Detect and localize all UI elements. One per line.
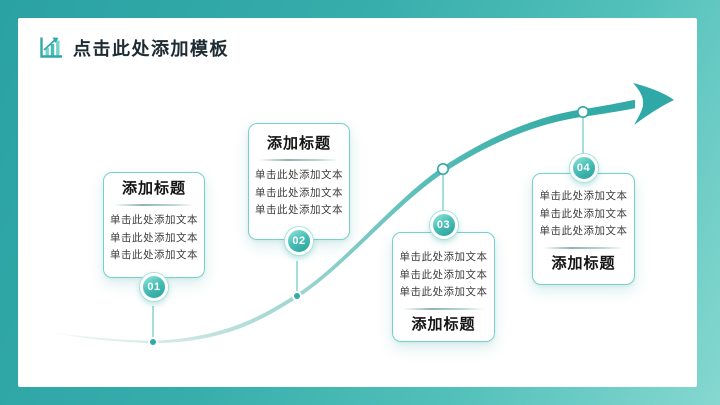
card-body-line[interactable]: 单击此处添加文本 <box>255 169 343 181</box>
step-number-badge-3: 03 <box>429 211 458 239</box>
step-number-badge-1: 01 <box>140 273 168 301</box>
card-body-line[interactable]: 单击此处添加文本 <box>539 190 628 202</box>
curve-ring-4 <box>576 106 589 119</box>
card-title[interactable]: 添加标题 <box>266 135 331 152</box>
curve-dot-2 <box>292 291 302 301</box>
arrow-head-icon <box>633 83 674 125</box>
card-divider <box>403 307 484 310</box>
card-body-line[interactable]: 单击此处添加文本 <box>539 207 628 220</box>
card-title[interactable]: 添加标题 <box>411 315 476 333</box>
curve-dot-1 <box>148 337 158 347</box>
card-body-line[interactable]: 单击此处添加文本 <box>255 204 343 216</box>
step-number-badge-4: 04 <box>569 154 598 182</box>
timeline-card-2[interactable]: 添加标题 单击此处添加文本 单击此处添加文本 单击此处添加文本 02 <box>248 123 350 255</box>
card-body-line[interactable]: 单击此处添加文本 <box>399 251 488 263</box>
card-body-line[interactable]: 单击此处添加文本 <box>399 268 488 281</box>
timeline-card-4[interactable]: 04 单击此处添加文本 单击此处添加文本 单击此处添加文本 添加标题 <box>532 154 635 285</box>
bar-chart-icon <box>40 37 62 58</box>
card-body-line[interactable]: 单击此处添加文本 <box>110 249 198 261</box>
card-body-line[interactable]: 单击此处添加文本 <box>399 286 488 298</box>
header: 点击此处添加模板 <box>39 34 229 62</box>
curve-ring-3 <box>436 163 449 176</box>
card-body-line[interactable]: 单击此处添加文本 <box>110 231 198 244</box>
slide-title[interactable]: 点击此处添加模板 <box>73 39 229 59</box>
step-number-badge-2: 02 <box>285 227 313 255</box>
card-divider <box>114 204 194 206</box>
card-body-line[interactable]: 单击此处添加文本 <box>539 225 628 237</box>
card-body-line[interactable]: 单击此处添加文本 <box>255 186 343 199</box>
timeline-card-3[interactable]: 03 单击此处添加文本 单击此处添加文本 单击此处添加文本 添加标题 <box>392 211 495 342</box>
card-body-line[interactable]: 单击此处添加文本 <box>110 214 198 226</box>
timeline-card-1[interactable]: 添加标题 单击此处添加文本 单击此处添加文本 单击此处添加文本 01 <box>103 172 205 301</box>
card-title[interactable]: 添加标题 <box>551 254 616 272</box>
card-divider <box>543 246 624 249</box>
card-title[interactable]: 添加标题 <box>121 180 186 197</box>
card-divider <box>259 159 339 161</box>
